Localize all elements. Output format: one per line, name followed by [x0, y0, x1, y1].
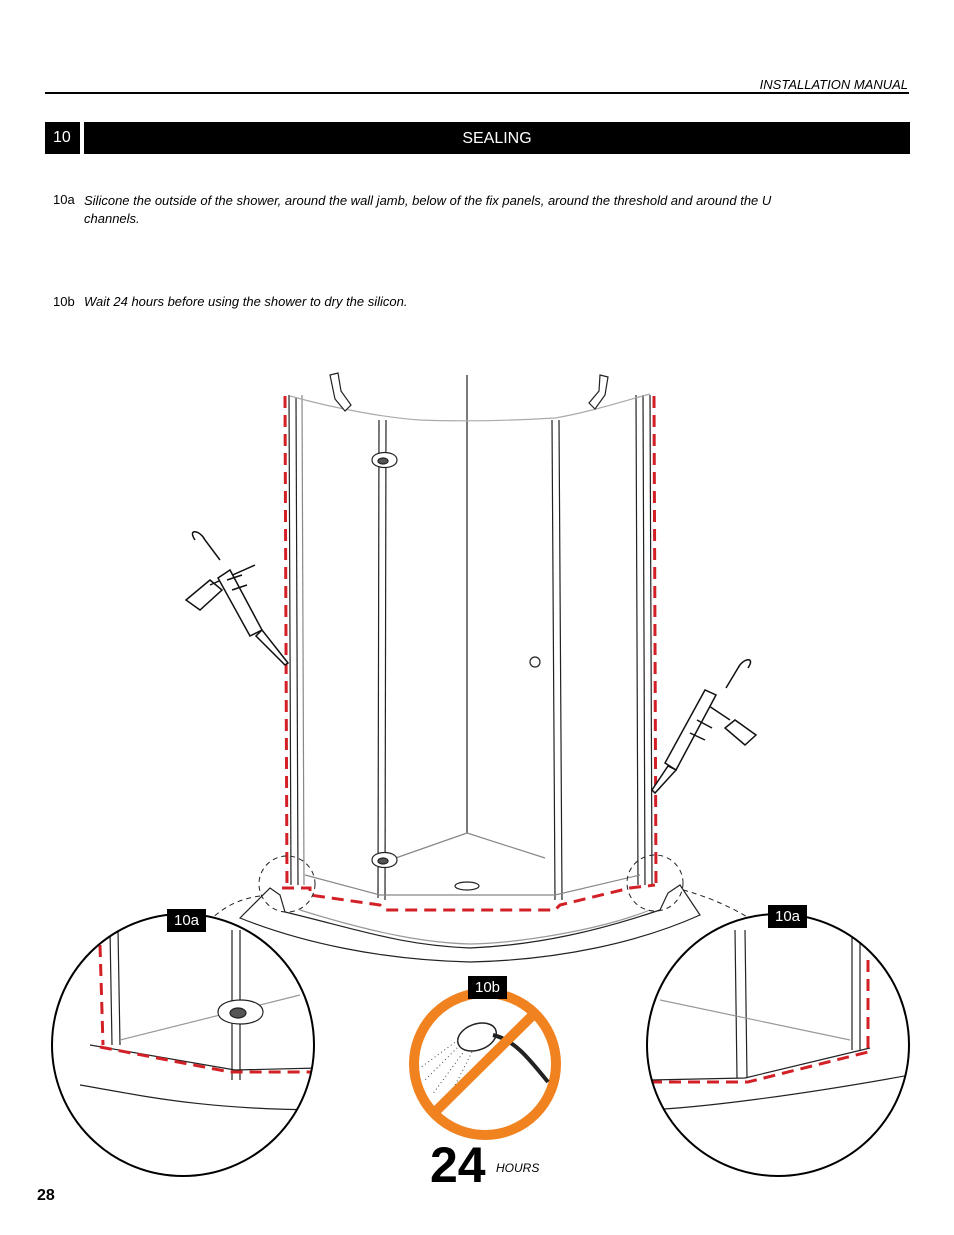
- step-title-bar: SEALING: [84, 122, 910, 154]
- manual-title: INSTALLATION MANUAL: [759, 77, 908, 92]
- substep-10a-text: Silicone the outside of the shower, arou…: [84, 193, 772, 226]
- no-shower-icon: [409, 988, 561, 1140]
- right-detail-view: [647, 914, 909, 1176]
- detail-tag-10a-left: 10a: [167, 909, 207, 932]
- shower-enclosure: [238, 372, 701, 963]
- substep-10b-text: Wait 24 hours before using the shower to…: [84, 294, 408, 309]
- wait-hours-number: 24: [430, 1137, 486, 1193]
- caulk-gun-left-icon: [184, 531, 290, 666]
- left-detail-view: [52, 914, 314, 1176]
- detail-tag-10a-right: 10a: [768, 905, 808, 928]
- detail-markers: [204, 854, 761, 926]
- wait-hours-label: HOURS: [496, 1161, 540, 1175]
- detail-tag-10b: 10b: [468, 976, 508, 999]
- header-rule: [45, 92, 909, 94]
- page-number: 28: [37, 1187, 55, 1204]
- substep-10b-number: 10b: [53, 294, 75, 309]
- silicone-seal-lines: [282, 395, 658, 912]
- caulk-gun-right-icon: [651, 659, 758, 795]
- step-number: 10: [45, 122, 80, 154]
- substep-10a-number: 10a: [53, 192, 75, 207]
